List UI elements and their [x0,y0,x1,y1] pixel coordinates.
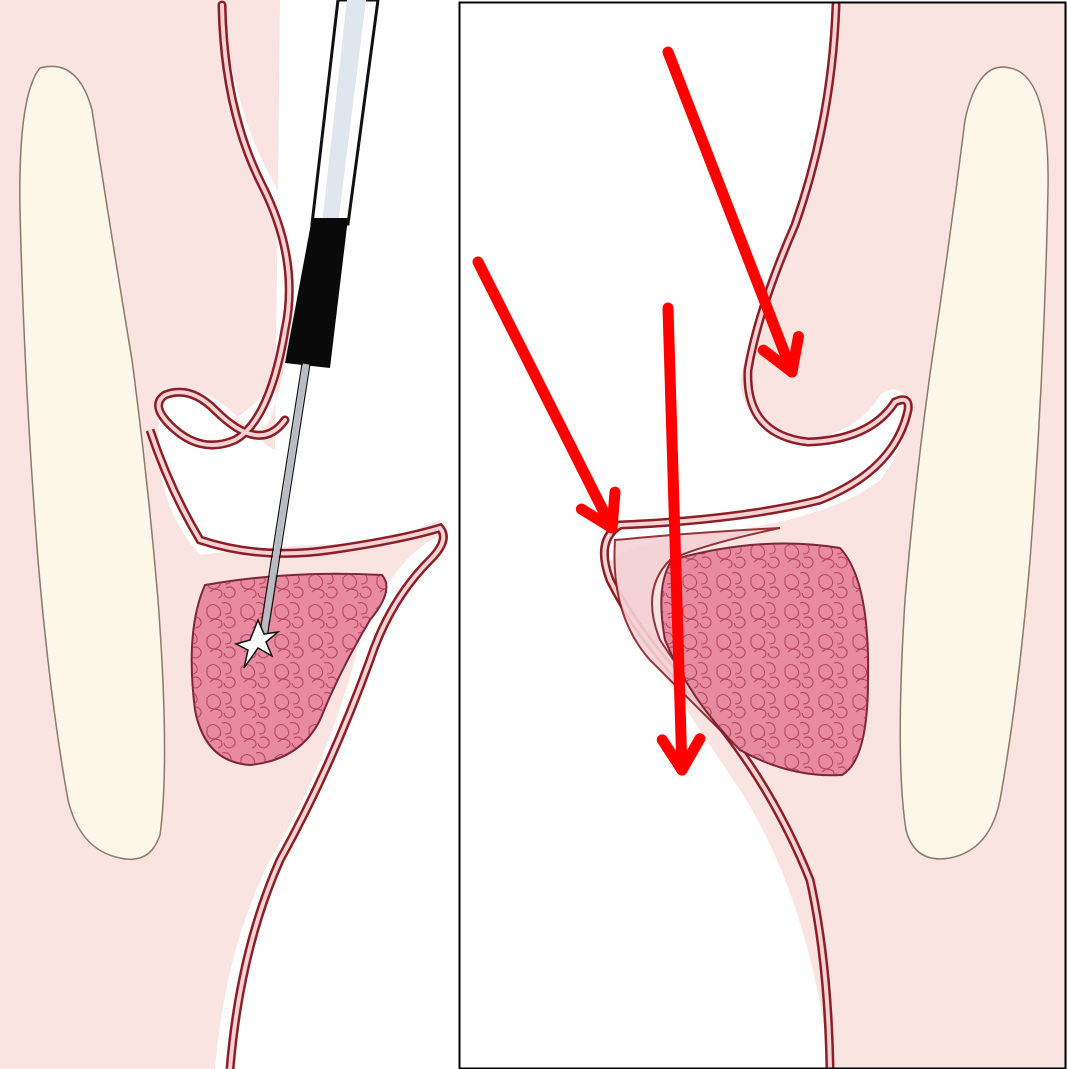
left-panel [0,0,455,1069]
right-panel [459,0,1068,1069]
